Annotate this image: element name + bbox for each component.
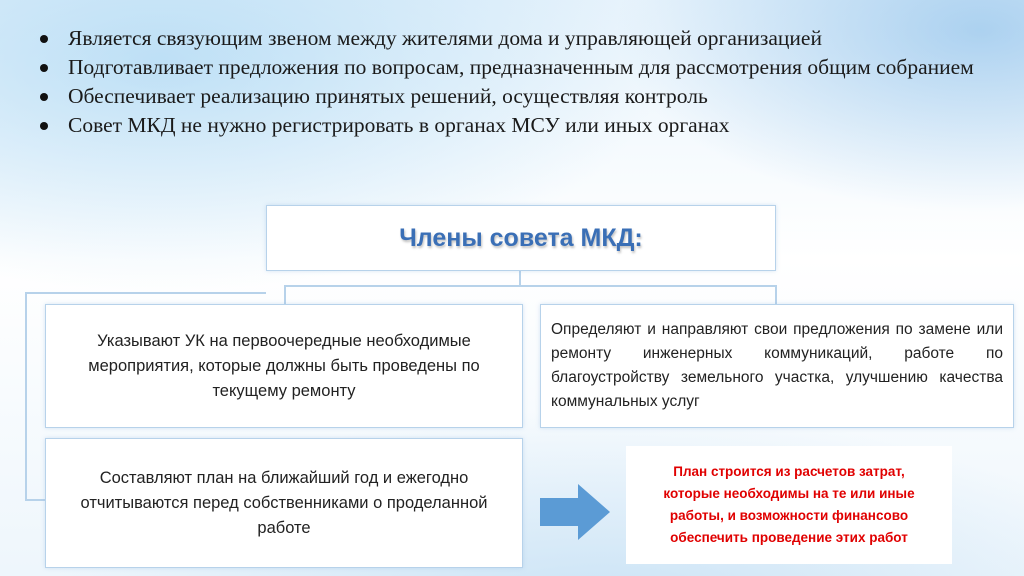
bullet-dot-icon: [40, 122, 48, 130]
bullet-text: Совет МКД не нужно регистрировать в орга…: [68, 113, 730, 137]
bullet-item: Обеспечивает реализацию принятых решений…: [38, 82, 1004, 111]
duty-text: Указывают УК на первоочередные необходим…: [88, 331, 480, 400]
bullet-item: Подготавливает предложения по вопросам, …: [38, 53, 1004, 82]
bullet-dot-icon: [40, 64, 48, 72]
duty-box-left-top: Указывают УК на первоочередные необходим…: [45, 304, 523, 428]
bullet-dot-icon: [40, 35, 48, 43]
duty-box-right-top: Определяют и направляют свои предложения…: [540, 304, 1014, 428]
bullet-list: Является связующим звеном между жителями…: [38, 24, 1004, 140]
note-box: План строится из расчетов затрат, которы…: [626, 446, 952, 564]
bullet-text: Является связующим звеном между жителями…: [68, 26, 822, 50]
diagram-title-box: Члены совета МКД:: [266, 205, 776, 271]
bullet-dot-icon: [40, 93, 48, 101]
note-line: которые необходимы на те или иные: [663, 486, 915, 501]
note-line: обеспечить проведение этих работ: [670, 530, 908, 545]
bullet-text: Обеспечивает реализацию принятых решений…: [68, 84, 708, 108]
duty-text: Составляют план на ближайший год и ежего…: [80, 468, 488, 537]
duty-box-left-bottom: Составляют план на ближайший год и ежего…: [45, 438, 523, 568]
note-text: План строится из расчетов затрат, которы…: [663, 461, 914, 549]
bullet-text: Подготавливает предложения по вопросам, …: [68, 55, 974, 79]
note-line: работы, и возможности финансово: [669, 508, 909, 523]
bullet-item: Совет МКД не нужно регистрировать в орга…: [38, 111, 1004, 140]
bullet-item: Является связующим звеном между жителями…: [38, 24, 1004, 53]
duty-text: Определяют и направляют свои предложения…: [551, 321, 1003, 410]
right-arrow-icon: [540, 484, 610, 540]
diagram-title: Члены совета МКД:: [399, 223, 643, 252]
note-line: План строится из расчетов затрат,: [673, 464, 905, 479]
